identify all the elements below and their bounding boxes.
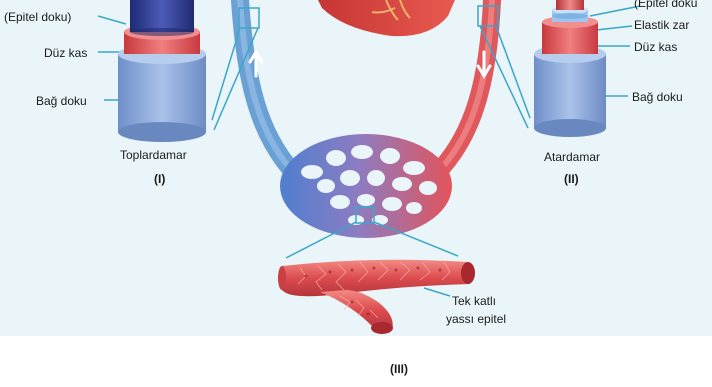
heart [318,0,455,36]
capillary-tissue-label-line2: yassı epitel [446,312,506,326]
artery-connective-label: Bağ doku [632,90,683,104]
vein-epithelium-label: (Epitel doku) [4,10,71,24]
vein-connective-label: Bağ doku [36,94,87,108]
artery-name-label: Atardamar [544,150,600,164]
artery-cross-section [534,0,606,137]
capillary-tissue-label-line1: Tek katlı [452,294,496,308]
artery-elastic-label: Elastik zar [634,18,689,32]
vein-cross-section [118,0,206,142]
artery-numeral: (II) [564,172,579,186]
vein-numeral: (I) [154,172,165,186]
artery-smooth-muscle-label: Düz kas [634,40,677,54]
vein-name-label: Toplardamar [120,148,187,162]
artery-epithelium-label: (Epitel doku [634,0,697,10]
capillary-numeral: (III) [390,362,408,376]
vein-smooth-muscle-label: Düz kas [44,46,87,60]
